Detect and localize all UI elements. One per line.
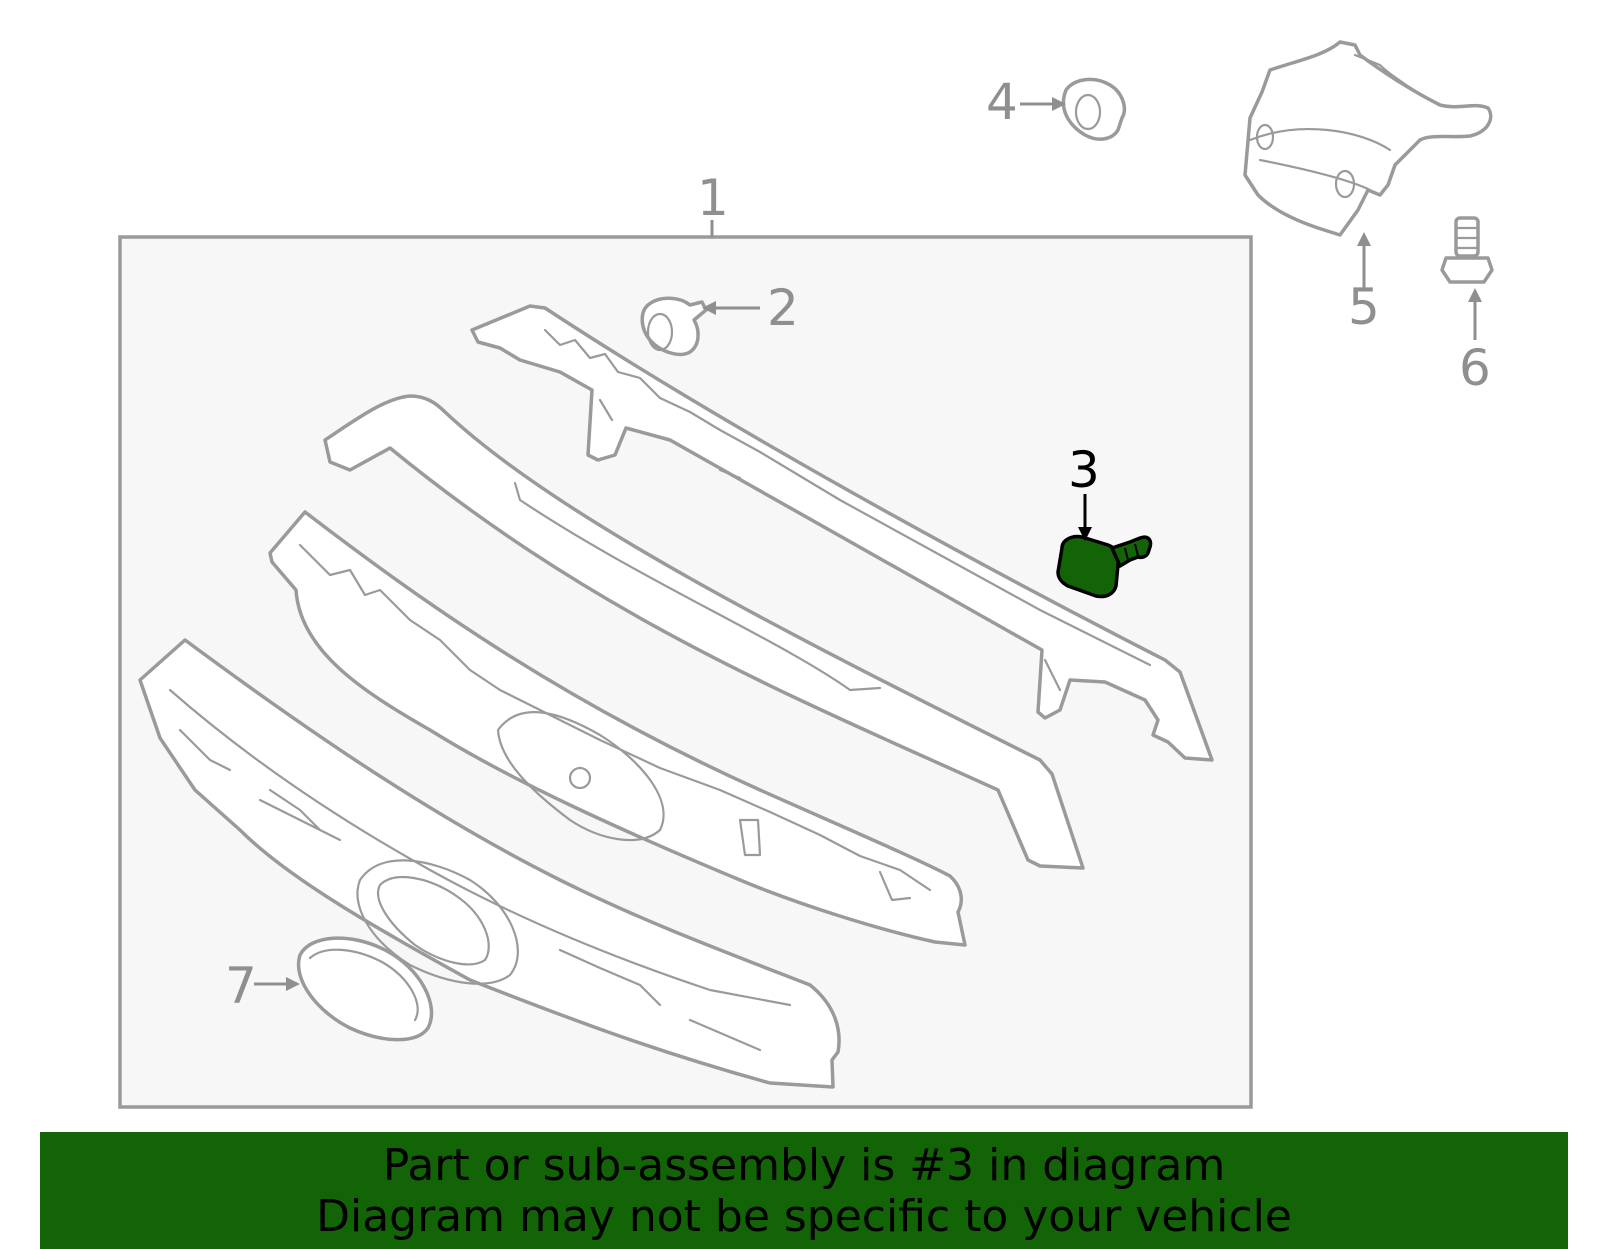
upper-mounting-bracket: [470, 304, 1214, 762]
callout-6: 6: [1459, 339, 1491, 397]
sensor-part-3: [1056, 534, 1153, 599]
bracket-plate-part-5: [1243, 40, 1493, 237]
leader-lines: [254, 97, 1482, 991]
upper-trim-strip: [323, 394, 1085, 870]
banner-part-line: Part or sub-assembly is #3 in diagram: [382, 1139, 1226, 1191]
emblem-part-7: [296, 936, 434, 1042]
callout-2: 2: [767, 279, 799, 337]
sensor-stem: [1110, 535, 1153, 568]
nut-part-4: [1061, 77, 1127, 141]
callout-7: 7: [225, 957, 257, 1015]
grille-reinforcement: [268, 510, 967, 947]
info-banner: Part or sub-assembly is #3 in diagram Di…: [40, 1132, 1568, 1249]
sensor-body: [1056, 534, 1121, 599]
callout-3: 3: [1068, 441, 1100, 499]
push-clip-part-2: [640, 296, 708, 357]
bolt-part-6: [1440, 216, 1494, 284]
parts-diagram: 1 2 3 4 5 6 7: [118, 40, 1494, 1109]
callout-1: 1: [697, 169, 729, 227]
callout-5: 5: [1348, 278, 1380, 336]
front-grille: [138, 638, 841, 1089]
callout-4: 4: [986, 73, 1018, 131]
banner-disclaimer-line: Diagram may not be specific to your vehi…: [316, 1190, 1292, 1242]
